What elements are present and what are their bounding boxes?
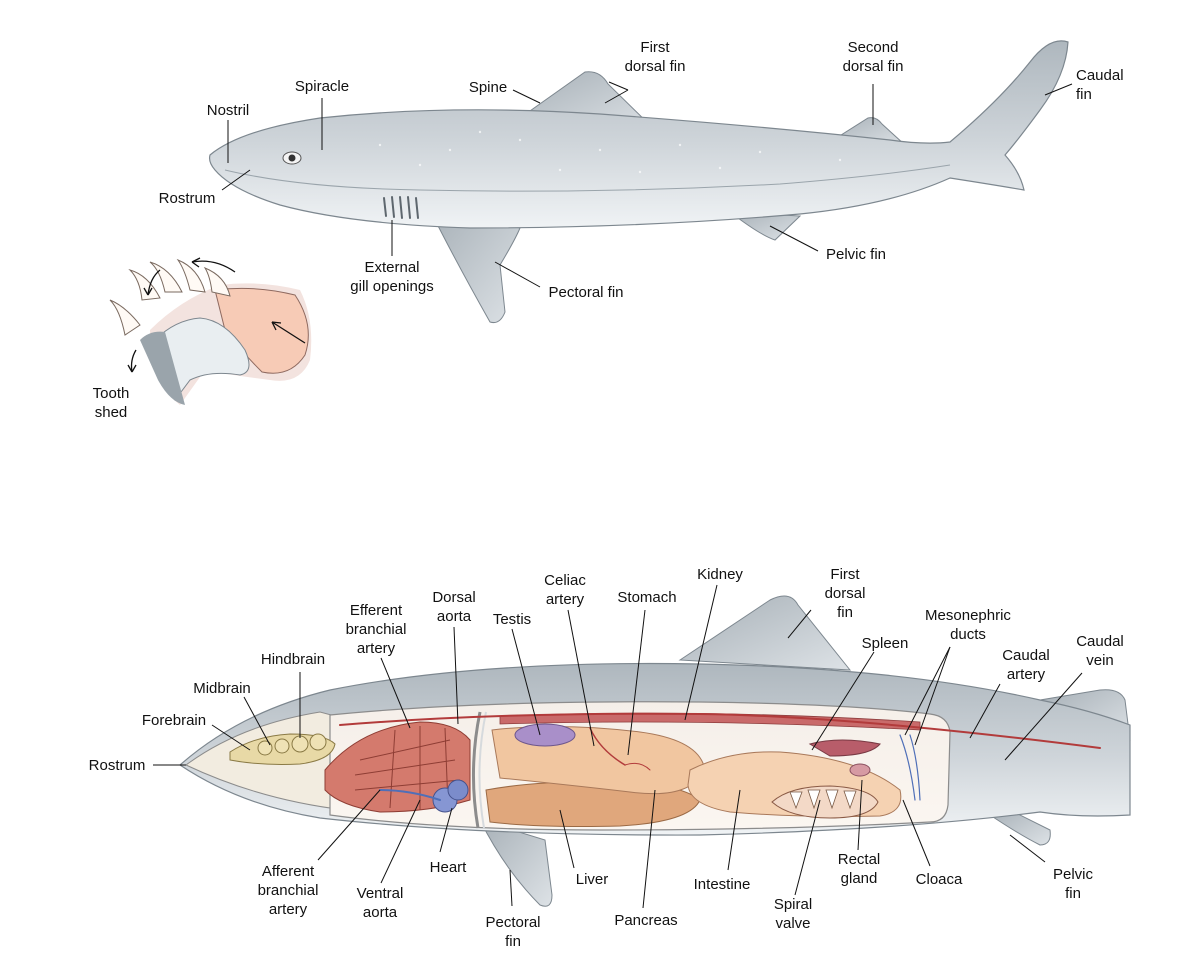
label-pelvic-fin-internal: Pelvic fin [1052,866,1094,902]
label-forebrain: Forebrain [141,712,207,729]
label-caudal-fin: Caudal fin [1076,67,1124,103]
rectal-gland [849,763,871,777]
label-first-dorsal-fin-internal: First dorsal fin [824,566,866,621]
label-pancreas: Pancreas [614,912,678,929]
label-kidney: Kidney [697,566,743,583]
internal-pectoral-fin [479,819,553,907]
label-spiracle: Spiracle [294,78,350,95]
testis [514,723,576,747]
internal-shark [153,584,1131,909]
label-cloaca: Cloaca [915,871,963,888]
label-first-dorsal-fin: First dorsal fin [624,39,686,75]
label-efferent-branchial-artery: Efferent branchial artery [345,602,407,657]
heart [432,779,469,813]
external-shark [208,40,1073,323]
label-hindbrain: Hindbrain [260,651,326,668]
label-pectoral-fin-external: Pectoral fin [548,284,624,301]
label-liver: Liver [575,871,609,888]
label-spine: Spine [468,79,508,96]
internal-first-dorsal-fin [678,595,852,671]
external-gill-openings [383,196,419,219]
internal-pelvic-fin [988,809,1051,846]
label-nostril: Nostril [206,102,250,119]
label-ventral-aorta: Ventral aorta [356,885,404,921]
label-intestine: Intestine [693,876,751,893]
label-midbrain: Midbrain [193,680,251,697]
shark-body [208,40,1069,229]
label-pectoral-fin-internal: Pectoral fin [485,914,541,950]
label-rostrum-internal: Rostrum [88,757,146,774]
label-caudal-vein: Caudal vein [1076,633,1124,669]
label-caudal-artery: Caudal artery [1002,647,1050,683]
label-spiral-valve: Spiral valve [773,896,813,932]
label-tooth-shed: Tooth shed [92,385,130,421]
tooth-inset [109,257,312,405]
spleen [808,739,881,757]
label-dorsal-aorta: Dorsal aorta [432,589,476,625]
label-pelvic-fin-external: Pelvic fin [825,246,887,263]
label-mesonephric-ducts: Mesonephric ducts [925,607,1011,643]
label-afferent-branchial-artery: Afferent branchial artery [257,863,319,918]
label-rectal-gland: Rectal gland [837,851,881,887]
label-spleen: Spleen [861,635,909,652]
label-celiac-artery: Celiac artery [544,572,586,608]
brain [229,733,336,765]
label-testis: Testis [492,611,532,628]
label-heart: Heart [429,859,467,876]
label-stomach: Stomach [617,589,677,606]
label-second-dorsal-fin: Second dorsal fin [842,39,904,75]
pectoral-fin [429,209,521,323]
label-rostrum-external: Rostrum [158,190,216,207]
label-external-gill-openings: External gill openings [350,259,434,295]
